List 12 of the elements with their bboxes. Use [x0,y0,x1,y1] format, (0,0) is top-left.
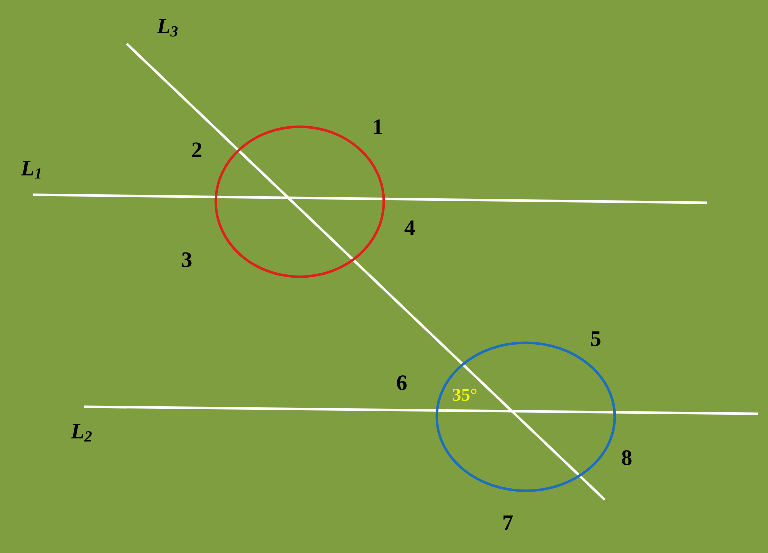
line-label: L$_{1}$ [21,161,41,179]
angle-label: 35° [453,388,477,402]
angle-number: 2 [192,142,202,158]
line-label: L$_{3}$ [157,19,178,37]
angle-number: 3 [182,252,192,268]
angle-number: 6 [397,376,407,390]
angle-number: 7 [504,516,513,530]
angle-number: 1 [374,120,382,134]
angle-number: 4 [404,220,416,236]
angle-number: 8 [622,450,632,466]
line-label: L$_{2}$ [71,424,92,442]
angle-number: 5 [591,332,601,346]
